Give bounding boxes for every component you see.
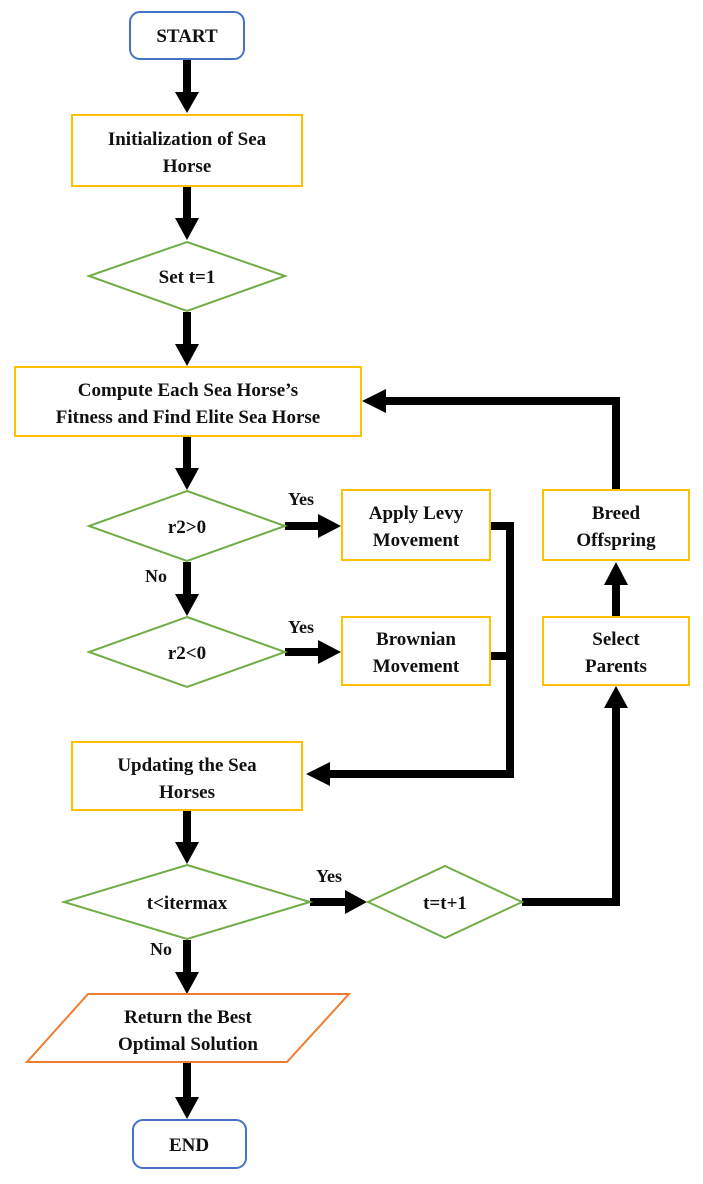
arrowhead [175, 468, 199, 490]
iter-node: t<itermax [60, 863, 314, 941]
arrowhead [604, 562, 628, 585]
breed-node: Breed Offspring [542, 489, 690, 561]
end-node: END [132, 1119, 247, 1169]
init-node: Initialization of Sea Horse [71, 114, 303, 187]
edge-label-r2gt-no: No [145, 566, 167, 586]
decision-shape [365, 864, 525, 940]
init-label-line2: Horse [163, 156, 212, 177]
decision-shape [85, 240, 289, 313]
connectors [175, 60, 628, 1119]
fitness-label-line1: Compute Each Sea Horse’s [78, 380, 298, 401]
io-shape [24, 993, 352, 1063]
edge-label-iter-yes: Yes [316, 866, 342, 886]
arrowhead [175, 92, 199, 113]
breed-label-line1: Breed [592, 503, 641, 524]
select-label-line2: Parents [585, 656, 647, 677]
result-label-line1: Return the Best [124, 1007, 252, 1028]
update-label-line1: Updating the Sea [117, 755, 257, 776]
init-label-line1: Initialization of Sea [108, 129, 267, 150]
iter-label: t<itermax [147, 893, 228, 914]
process-shape [71, 114, 303, 187]
set-t-node: Set t=1 [85, 240, 289, 313]
arrowhead [306, 762, 330, 786]
arrowhead [175, 218, 199, 240]
r2-gt-label: r2>0 [168, 517, 206, 538]
process-shape [14, 366, 362, 437]
incr-node: t=t+1 [365, 864, 525, 940]
process-shape [341, 616, 491, 686]
process-shape [71, 741, 303, 811]
fitness-label-line2: Fitness and Find Elite Sea Horse [56, 407, 320, 428]
edge-label-r2gt-yes: Yes [288, 489, 314, 509]
fitness-node: Compute Each Sea Horse’s Fitness and Fin… [14, 366, 362, 437]
update-node: Updating the Sea Horses [71, 741, 303, 811]
arrowhead [345, 890, 367, 914]
start-node: START [129, 11, 245, 60]
result-label-line2: Optimal Solution [118, 1034, 258, 1055]
process-shape [542, 489, 690, 561]
select-node: Select Parents [542, 616, 690, 686]
levy-label-line2: Movement [373, 530, 460, 551]
levy-label-line1: Apply Levy [369, 503, 464, 524]
update-label-line2: Horses [159, 782, 215, 803]
brownian-node: Brownian Movement [341, 616, 491, 686]
decision-shape [60, 863, 314, 941]
edge-levy-merge [330, 522, 514, 778]
edge-label-iter-no: No [150, 939, 172, 959]
arrowhead [318, 514, 341, 538]
arrowhead [175, 1097, 199, 1119]
process-shape [542, 616, 690, 686]
r2-lt-label: r2<0 [168, 643, 206, 664]
incr-label: t=t+1 [423, 893, 467, 914]
set-t-label: Set t=1 [159, 267, 216, 288]
r2-lt-node: r2<0 [86, 615, 288, 689]
decision-shape [86, 489, 288, 563]
arrowhead [175, 842, 199, 864]
edge-incr-select [522, 708, 620, 906]
breed-label-line2: Offspring [576, 530, 656, 551]
result-node: Return the Best Optimal Solution [24, 993, 352, 1063]
arrowhead [175, 972, 199, 994]
process-shape [341, 489, 491, 561]
start-label: START [156, 26, 218, 47]
arrowhead [175, 594, 199, 616]
brownian-label-line1: Brownian [376, 629, 456, 650]
r2-gt-node: r2>0 [86, 489, 288, 563]
edge-breed-fitness [386, 397, 620, 490]
terminal-shape [132, 1119, 247, 1169]
arrowhead [362, 389, 386, 413]
select-label-line1: Select [592, 629, 640, 650]
decision-shape [86, 615, 288, 689]
end-label: END [169, 1135, 209, 1156]
levy-node: Apply Levy Movement [341, 489, 491, 561]
arrowhead [175, 344, 199, 366]
terminal-shape [129, 11, 245, 60]
brownian-label-line2: Movement [373, 656, 460, 677]
arrowhead [318, 640, 341, 664]
arrowhead [604, 686, 628, 708]
edge-label-r2lt-yes: Yes [288, 617, 314, 637]
